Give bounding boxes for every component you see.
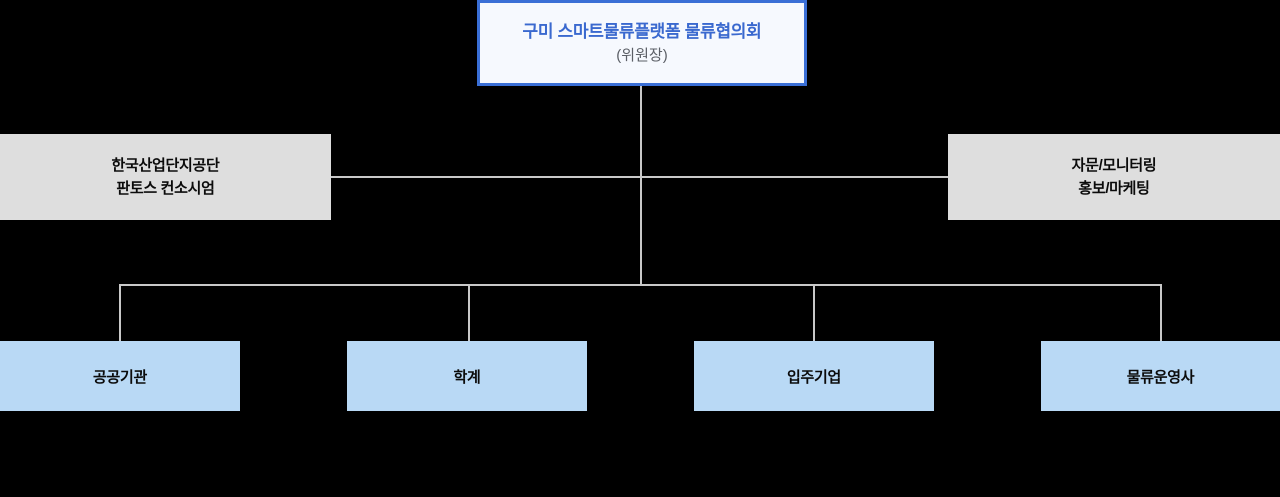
node-member-3[interactable]: 입주기업	[694, 341, 934, 411]
connector-side-horizontal	[331, 176, 948, 178]
node-member-1[interactable]: 공공기관	[0, 341, 240, 411]
side-left-line1: 한국산업단지공단	[111, 156, 220, 174]
side-left-line2: 판토스 컨소시엄	[116, 180, 215, 197]
node-side-left[interactable]: 한국산업단지공단 판토스 컨소시엄	[0, 134, 331, 220]
member-3-label: 입주기업	[786, 368, 841, 386]
chair-subtitle: (위원장)	[616, 46, 668, 64]
connector-drop-3	[813, 284, 815, 342]
connector-distribution-bar	[120, 284, 1161, 286]
member-1-label: 공공기관	[92, 368, 147, 386]
node-member-2[interactable]: 학계	[347, 341, 587, 411]
node-side-right[interactable]: 자문/모니터링 홍보/마케팅	[948, 134, 1280, 220]
member-2-label: 학계	[453, 368, 481, 386]
member-4-label: 물류운영사	[1126, 368, 1195, 386]
side-right-line1: 자문/모니터링	[1071, 156, 1157, 174]
connector-drop-1	[119, 284, 121, 342]
connector-trunk-vertical	[640, 86, 642, 286]
side-right-line2: 홍보/마케팅	[1078, 180, 1150, 197]
node-member-4[interactable]: 물류운영사	[1041, 341, 1280, 411]
connector-drop-4	[1160, 284, 1162, 342]
node-chair[interactable]: 구미 스마트물류플랫폼 물류협의회 (위원장)	[477, 0, 807, 86]
chair-title: 구미 스마트물류플랫폼 물류협의회	[522, 22, 762, 42]
connector-drop-2	[468, 284, 470, 342]
